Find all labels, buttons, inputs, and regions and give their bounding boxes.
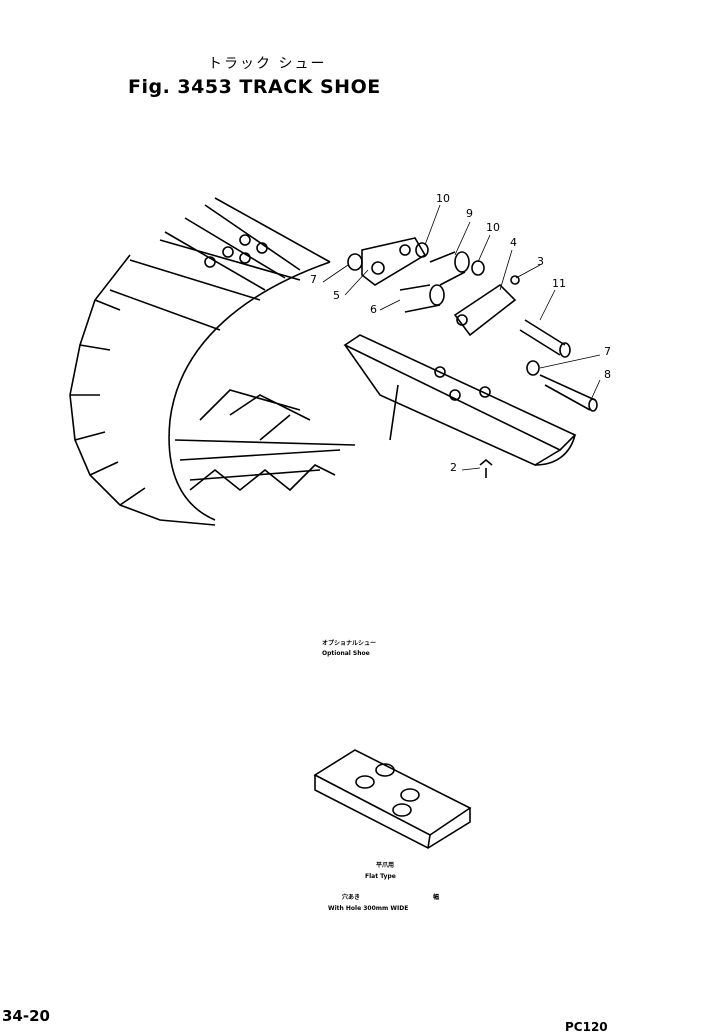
callout-8: 8 <box>604 368 611 381</box>
callout-6: 6 <box>370 303 377 316</box>
callout-11: 11 <box>552 277 566 290</box>
flat-type-label: Flat Type <box>365 873 396 880</box>
width-label-jp: 幅 <box>433 894 440 901</box>
flat-shoe-drawing <box>313 749 472 849</box>
figure-title: Fig. 3453 TRACK SHOE <box>128 76 381 98</box>
with-hole-label-jp: 穴あき <box>342 894 361 901</box>
flat-shoe-desc: With Hole 300mm WIDE <box>328 905 409 912</box>
shoe-plate <box>343 334 577 466</box>
track-assembly <box>69 197 356 526</box>
callout-9: 9 <box>466 207 473 220</box>
callout-10: 10 <box>436 192 450 205</box>
page-number: 34-20 <box>2 1007 50 1025</box>
figure-title-jp: トラック シュー <box>208 56 327 72</box>
callout-3: 3 <box>537 255 544 268</box>
callout-leaders <box>322 204 601 471</box>
optional-shoe-label: Optional Shoe <box>322 650 370 657</box>
callout-7: 7 <box>310 273 317 286</box>
model-code: PC120 <box>565 1020 608 1034</box>
flat-type-label-jp: 平爪用 <box>376 862 395 869</box>
callout-7: 7 <box>604 345 611 358</box>
callout-2: 2 <box>450 461 457 474</box>
optional-shoe-label-jp: オプショナルシュー <box>322 640 377 647</box>
callout-5: 5 <box>333 289 340 302</box>
link-parts <box>347 237 598 478</box>
callout-4: 4 <box>510 236 517 249</box>
callout-10: 10 <box>486 221 500 234</box>
